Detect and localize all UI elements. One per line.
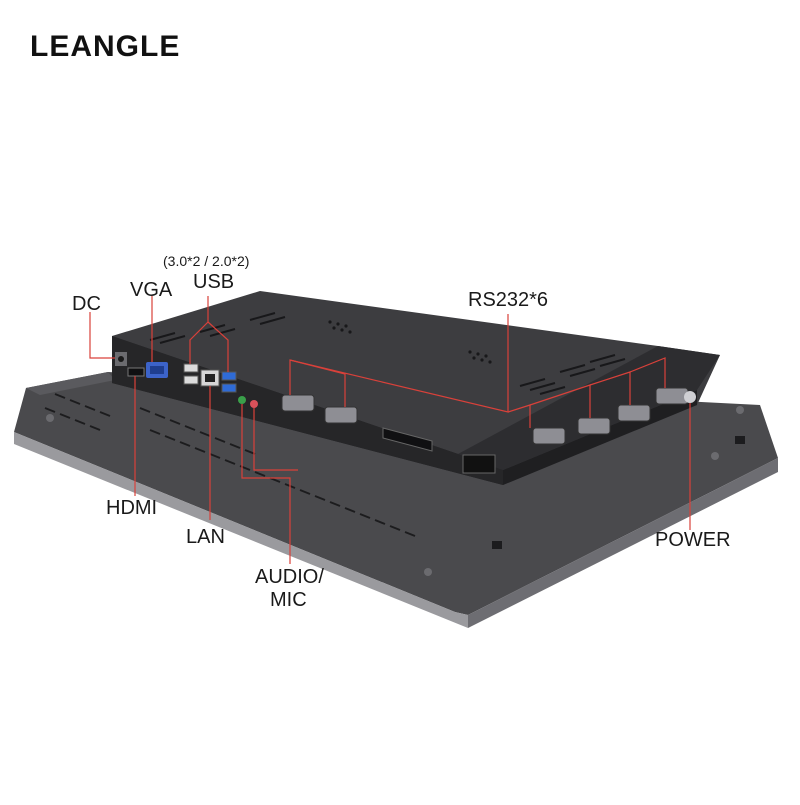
label-usb-spec: (3.0*2 / 2.0*2) (163, 253, 250, 269)
label-lan: LAN (186, 526, 225, 548)
label-hdmi: HDMI (106, 497, 158, 519)
label-audio: AUDIO/ (255, 566, 324, 588)
brand-logo: LEANGLE (30, 30, 181, 63)
label-usb: USB (193, 271, 235, 293)
dc-port-icon (115, 352, 127, 366)
serial-port-icon (281, 387, 689, 445)
callout-lines (89, 296, 691, 564)
label-power: POWER (655, 529, 731, 551)
usb-port-icon (183, 363, 237, 393)
power-button-icon (684, 391, 696, 403)
label-rs232: RS232*6 (468, 289, 549, 311)
label-vga: VGA (130, 279, 173, 301)
audio-jack-icon (238, 396, 258, 408)
label-mic: MIC (270, 589, 307, 611)
card-slot (382, 427, 496, 474)
hdmi-port-icon (127, 367, 145, 377)
lan-port-icon (200, 369, 220, 387)
vga-port-icon (146, 362, 168, 378)
label-dc: DC (72, 293, 101, 315)
